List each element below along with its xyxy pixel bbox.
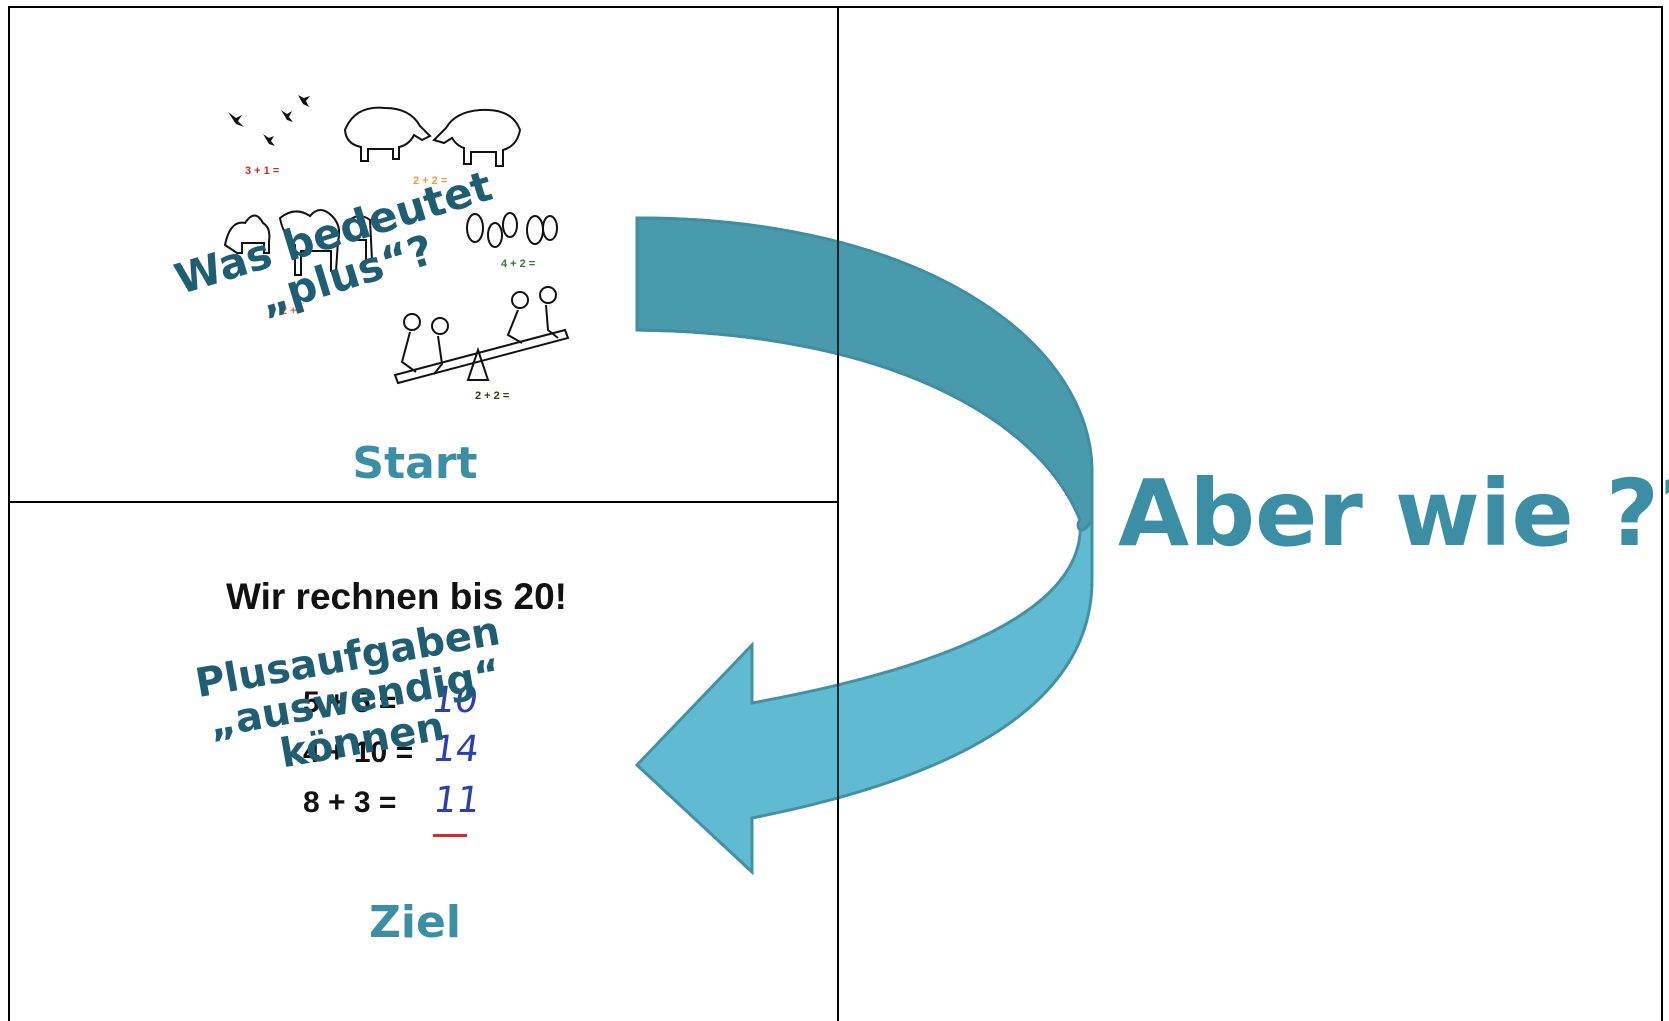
worksheet-equation: 2 + 2 =: [475, 390, 510, 402]
equation-problem: 4 + 10 =: [303, 736, 414, 769]
equation-problem: 5 + 5 =: [303, 686, 397, 719]
vertical-divider-overlap: [837, 6, 839, 1021]
penguin-icon: [466, 212, 558, 248]
seesaw-children-icon: [393, 286, 570, 385]
ziel-label: Ziel: [369, 897, 461, 948]
horizontal-divider: [8, 501, 839, 503]
diagram-frame: [8, 6, 1663, 1021]
worksheet-equation: 4 + 2 =: [501, 258, 536, 270]
birds-icon: [228, 95, 310, 146]
worksheet-equation: 2 + 2 =: [413, 175, 448, 187]
equation-problem: 8 + 3 =: [303, 786, 397, 819]
rhino-icon: [343, 106, 522, 167]
start-label: Start: [352, 438, 478, 489]
worksheet-title: Wir rechnen bis 20!: [226, 576, 567, 617]
camel-icon: [223, 209, 374, 276]
worksheet-equation: 2 +: [281, 305, 297, 317]
answer-underline: [433, 834, 467, 837]
worksheet-equation: 3 + 1 =: [245, 165, 280, 177]
aber-wie-label: Aber wie ??: [1118, 460, 1669, 567]
